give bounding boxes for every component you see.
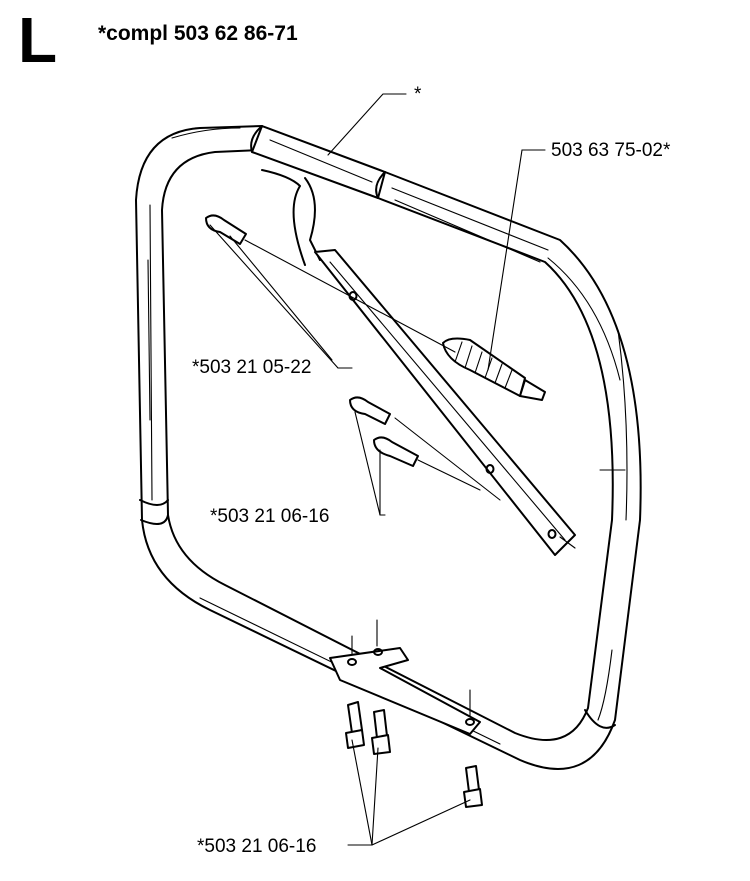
handle-ribbed-grip	[391, 187, 549, 263]
middle-screw-1	[349, 396, 391, 425]
callout-anti-vibration-spring: 503 63 75-02*	[551, 140, 671, 161]
callout-bottom-screws: *503 21 06-16	[197, 836, 317, 857]
section-letter: L	[18, 4, 58, 76]
callout-middle-screws: *503 21 06-16	[210, 506, 330, 527]
leader-lines	[209, 93, 576, 846]
callout-handle-grip: *	[414, 84, 422, 105]
handle-grip-sleeve	[250, 125, 386, 199]
bottom-screw-3	[463, 765, 483, 808]
bottom-mounting-plate	[329, 619, 481, 735]
bottom-screw-1	[345, 701, 365, 749]
anti-vibration-spring	[442, 337, 546, 401]
middle-screw-2	[373, 436, 419, 467]
kit-part-number: *compl 503 62 86-71	[98, 22, 298, 45]
callout-upper-screw: *503 21 05-22	[192, 357, 312, 378]
upper-screw	[205, 214, 247, 245]
bottom-screw-2	[371, 709, 391, 755]
